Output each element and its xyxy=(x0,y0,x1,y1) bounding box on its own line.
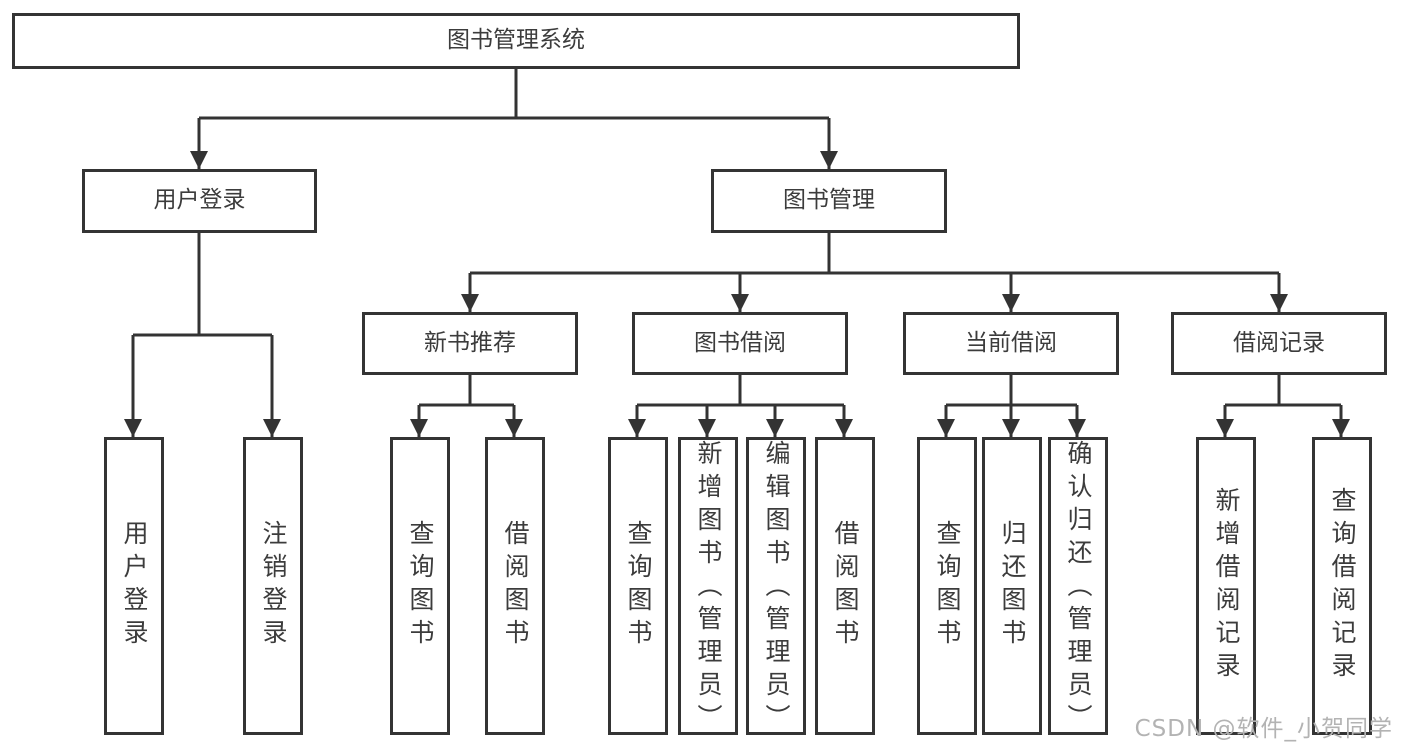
node-current-borrow: 当前借阅 xyxy=(903,312,1119,375)
leaf-edit-book-admin: 编辑图书（管理员） xyxy=(746,437,806,737)
leaf-logout: 注销登录 xyxy=(243,437,303,735)
leaf-confirm-return-admin: 确认归还（管理员） xyxy=(1048,437,1108,737)
leaf-return-book: 归还图书 xyxy=(982,437,1042,735)
leaf-recommend-query-book: 查询图书 xyxy=(390,437,450,735)
node-book-management-branch: 图书管理 xyxy=(711,169,947,233)
leaf-add-borrow-record: 新增借阅记录 xyxy=(1196,437,1256,735)
node-new-book-recommend: 新书推荐 xyxy=(362,312,578,375)
watermark: CSDN @软件_小贺同学 xyxy=(1134,716,1393,742)
leaf-user-login: 用户登录 xyxy=(104,437,164,735)
node-book-borrow: 图书借阅 xyxy=(632,312,848,375)
leaf-query-borrow-record: 查询借阅记录 xyxy=(1312,437,1372,735)
leaf-add-book-admin: 新增图书（管理员） xyxy=(678,437,738,737)
leaf-current-query-book: 查询图书 xyxy=(917,437,977,735)
leaf-borrow-book: 借阅图书 xyxy=(815,437,875,735)
connector-arrows xyxy=(124,118,1350,437)
node-root: 图书管理系统 xyxy=(12,13,1020,69)
leaf-recommend-borrow-book: 借阅图书 xyxy=(485,437,545,735)
leaf-borrow-query-book: 查询图书 xyxy=(608,437,668,735)
node-borrow-record: 借阅记录 xyxy=(1171,312,1387,375)
node-user-login-branch: 用户登录 xyxy=(82,169,317,233)
